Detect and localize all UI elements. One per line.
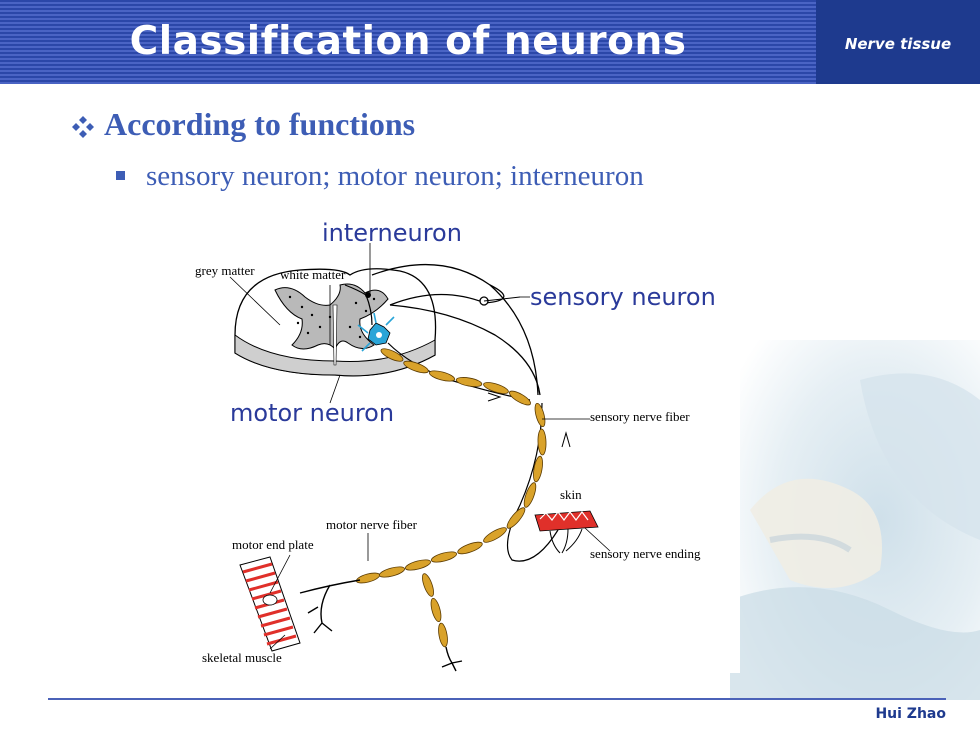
skeletal-muscle [239, 556, 301, 652]
bullet-text: sensory neuron; motor neuron; interneuro… [146, 160, 644, 192]
background-photo [730, 340, 980, 700]
label-motor-neuron: motor neuron [230, 399, 395, 427]
label-skeletal-muscle: skeletal muscle [202, 650, 282, 665]
header-stripes [0, 0, 816, 84]
square-bullet-icon [116, 171, 125, 180]
label-interneuron: interneuron [322, 219, 462, 247]
motor-neuron-cell [357, 312, 395, 352]
label-motor-end-plate: motor end plate [232, 537, 314, 552]
label-skin: skin [560, 487, 582, 502]
neuron-diagram: interneuron sensory neuron motor neuron … [190, 215, 740, 673]
spinal-cord [234, 268, 437, 377]
slide-title: Classification of neurons [129, 19, 687, 64]
label-grey-matter: grey matter [195, 263, 255, 278]
label-sensory-nerve-fiber: sensory nerve fiber [590, 409, 690, 424]
label-motor-nerve-fiber: motor nerve fiber [326, 517, 417, 532]
footer-divider [48, 698, 946, 700]
skin-patch [534, 510, 599, 554]
diamond-bullet-icon [72, 116, 94, 138]
neuron-diagram-drawing [229, 243, 611, 672]
section-heading-text: According to functions [104, 106, 416, 142]
header-tag-label: Nerve tissue [844, 35, 952, 53]
footer-author: Hui Zhao [875, 706, 946, 722]
label-sensory-nerve-ending: sensory nerve ending [590, 546, 701, 561]
slide-header: Classification of neurons Nerve tissue [0, 0, 980, 84]
label-sensory-neuron: sensory neuron [530, 283, 716, 311]
label-white-matter: white matter [280, 267, 346, 282]
header-tag: Nerve tissue [816, 0, 980, 84]
myelin-sheath [355, 348, 547, 648]
